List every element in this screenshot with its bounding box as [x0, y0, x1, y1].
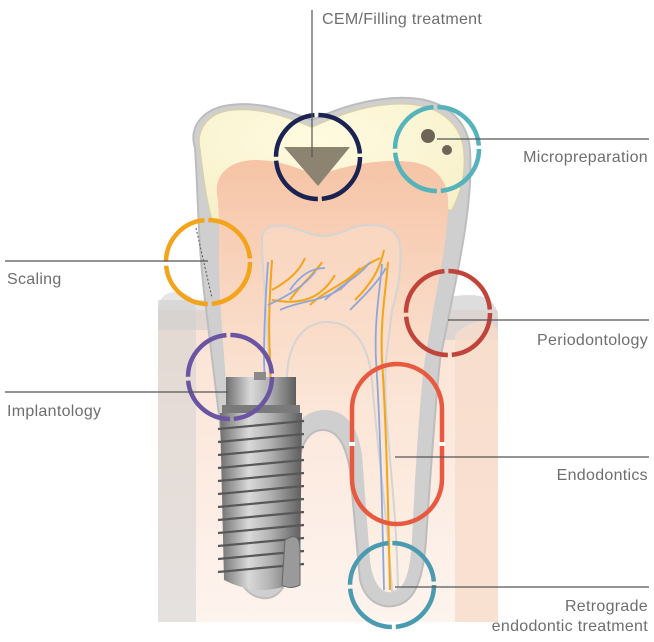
- scaling-label: Scaling: [7, 270, 62, 290]
- periodontology-label: Periodontology: [537, 331, 648, 351]
- retrograde-label-line1: Retrograde: [565, 597, 648, 617]
- implantology-label: Implantology: [7, 402, 101, 422]
- caries-spot: [421, 129, 435, 143]
- retrograde-label-line2: endodontic treatment: [492, 617, 648, 637]
- cem-filling-label: CEM/Filling treatment: [322, 10, 482, 30]
- micropreparation-label: Micropreparation: [523, 148, 648, 168]
- caries-spot-small: [442, 145, 452, 155]
- endodontics-label: Endodontics: [557, 466, 648, 486]
